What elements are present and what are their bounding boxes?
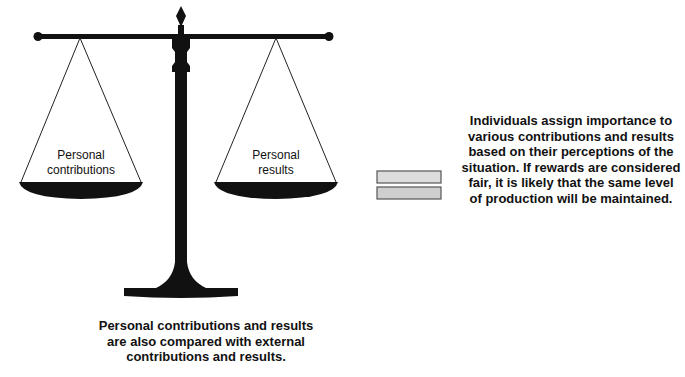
scale-base [124,288,238,298]
scale-finial-neck [178,25,184,35]
note-text: Individuals assign importance to various… [461,113,681,207]
note-text: Personal contributions and results are a… [88,318,324,365]
scale-pan: Personal contributions [19,38,143,200]
equals-bar [377,187,441,199]
pan-bowl [214,182,338,199]
scale-foot [156,262,206,288]
pan-strings [216,38,336,182]
scale-finial [176,6,186,27]
pan-strings [21,38,141,182]
pan-bowl [19,182,143,199]
scale-hub [172,39,190,72]
scale-column [175,72,187,268]
pan-label: Personal contributions [42,148,120,178]
equals-bar [377,171,441,183]
scale-pan: Personal results [214,38,338,200]
beam-end [34,32,43,41]
beam-end [325,32,334,41]
pan-label: Personal results [237,148,315,178]
